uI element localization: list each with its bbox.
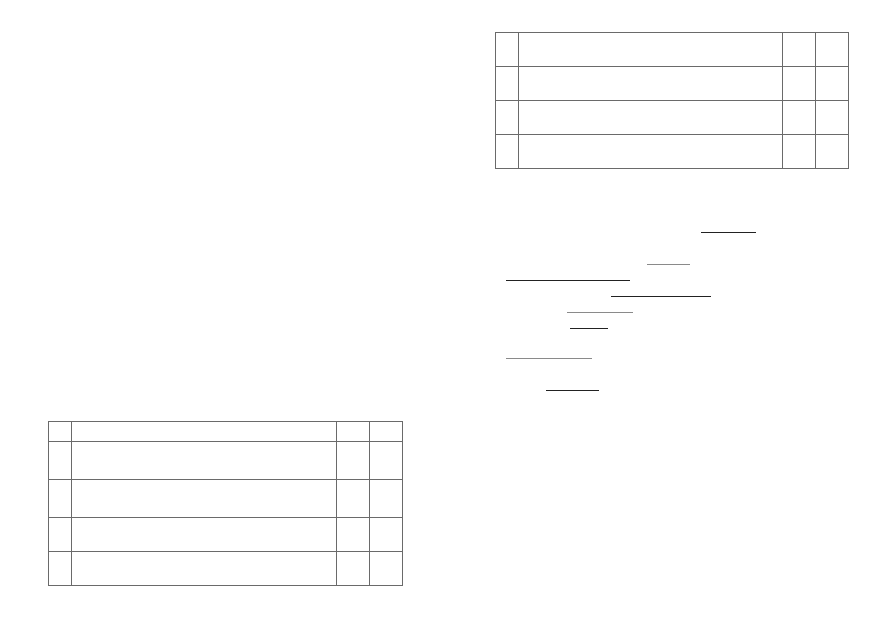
check-cell bbox=[782, 66, 816, 101]
check-cell bbox=[336, 517, 370, 552]
item-description-cell bbox=[518, 32, 783, 67]
checklist-table-left bbox=[48, 421, 403, 586]
check-cell bbox=[369, 441, 403, 480]
fill-in-blank-line bbox=[506, 280, 630, 281]
check-cell bbox=[336, 441, 370, 480]
fill-in-blank-line bbox=[570, 328, 608, 329]
check-cell bbox=[782, 134, 816, 169]
row-number-cell bbox=[48, 479, 72, 518]
row-number-cell bbox=[48, 551, 72, 586]
check-cell bbox=[369, 479, 403, 518]
item-description-cell bbox=[71, 441, 337, 480]
check-cell bbox=[815, 66, 849, 101]
check-cell bbox=[782, 100, 816, 135]
table-row bbox=[48, 479, 403, 518]
check-cell bbox=[336, 479, 370, 518]
check-cell bbox=[815, 100, 849, 135]
row-number-cell bbox=[495, 100, 519, 135]
fill-in-blank-line bbox=[701, 232, 756, 233]
check-cell bbox=[782, 32, 816, 67]
table-row bbox=[48, 517, 403, 552]
row-number-cell bbox=[48, 517, 72, 552]
header-cell bbox=[369, 421, 403, 442]
row-number-cell bbox=[495, 134, 519, 169]
item-description-cell bbox=[71, 551, 337, 586]
item-description-cell bbox=[71, 479, 337, 518]
header-cell bbox=[71, 421, 337, 442]
check-cell bbox=[369, 517, 403, 552]
item-description-cell bbox=[518, 100, 783, 135]
item-description-cell bbox=[518, 66, 783, 101]
fill-in-blank-line bbox=[506, 358, 592, 359]
fill-in-blank-line bbox=[546, 390, 599, 391]
header-cell bbox=[48, 421, 72, 442]
check-cell bbox=[336, 551, 370, 586]
table-row bbox=[48, 441, 403, 480]
table-row bbox=[495, 66, 849, 101]
table-row bbox=[495, 32, 849, 67]
check-cell bbox=[369, 551, 403, 586]
table-header-row bbox=[48, 421, 403, 442]
row-number-cell bbox=[495, 32, 519, 67]
fill-in-blank-line bbox=[567, 312, 633, 313]
fill-in-blank-line bbox=[611, 296, 711, 297]
row-number-cell bbox=[48, 441, 72, 480]
table-row bbox=[48, 551, 403, 586]
row-number-cell bbox=[495, 66, 519, 101]
item-description-cell bbox=[71, 517, 337, 552]
header-cell bbox=[336, 421, 370, 442]
checklist-table-right bbox=[495, 32, 849, 169]
check-cell bbox=[815, 134, 849, 169]
fill-in-blank-line bbox=[647, 264, 690, 265]
table-row bbox=[495, 100, 849, 135]
item-description-cell bbox=[518, 134, 783, 169]
table-row bbox=[495, 134, 849, 169]
check-cell bbox=[815, 32, 849, 67]
